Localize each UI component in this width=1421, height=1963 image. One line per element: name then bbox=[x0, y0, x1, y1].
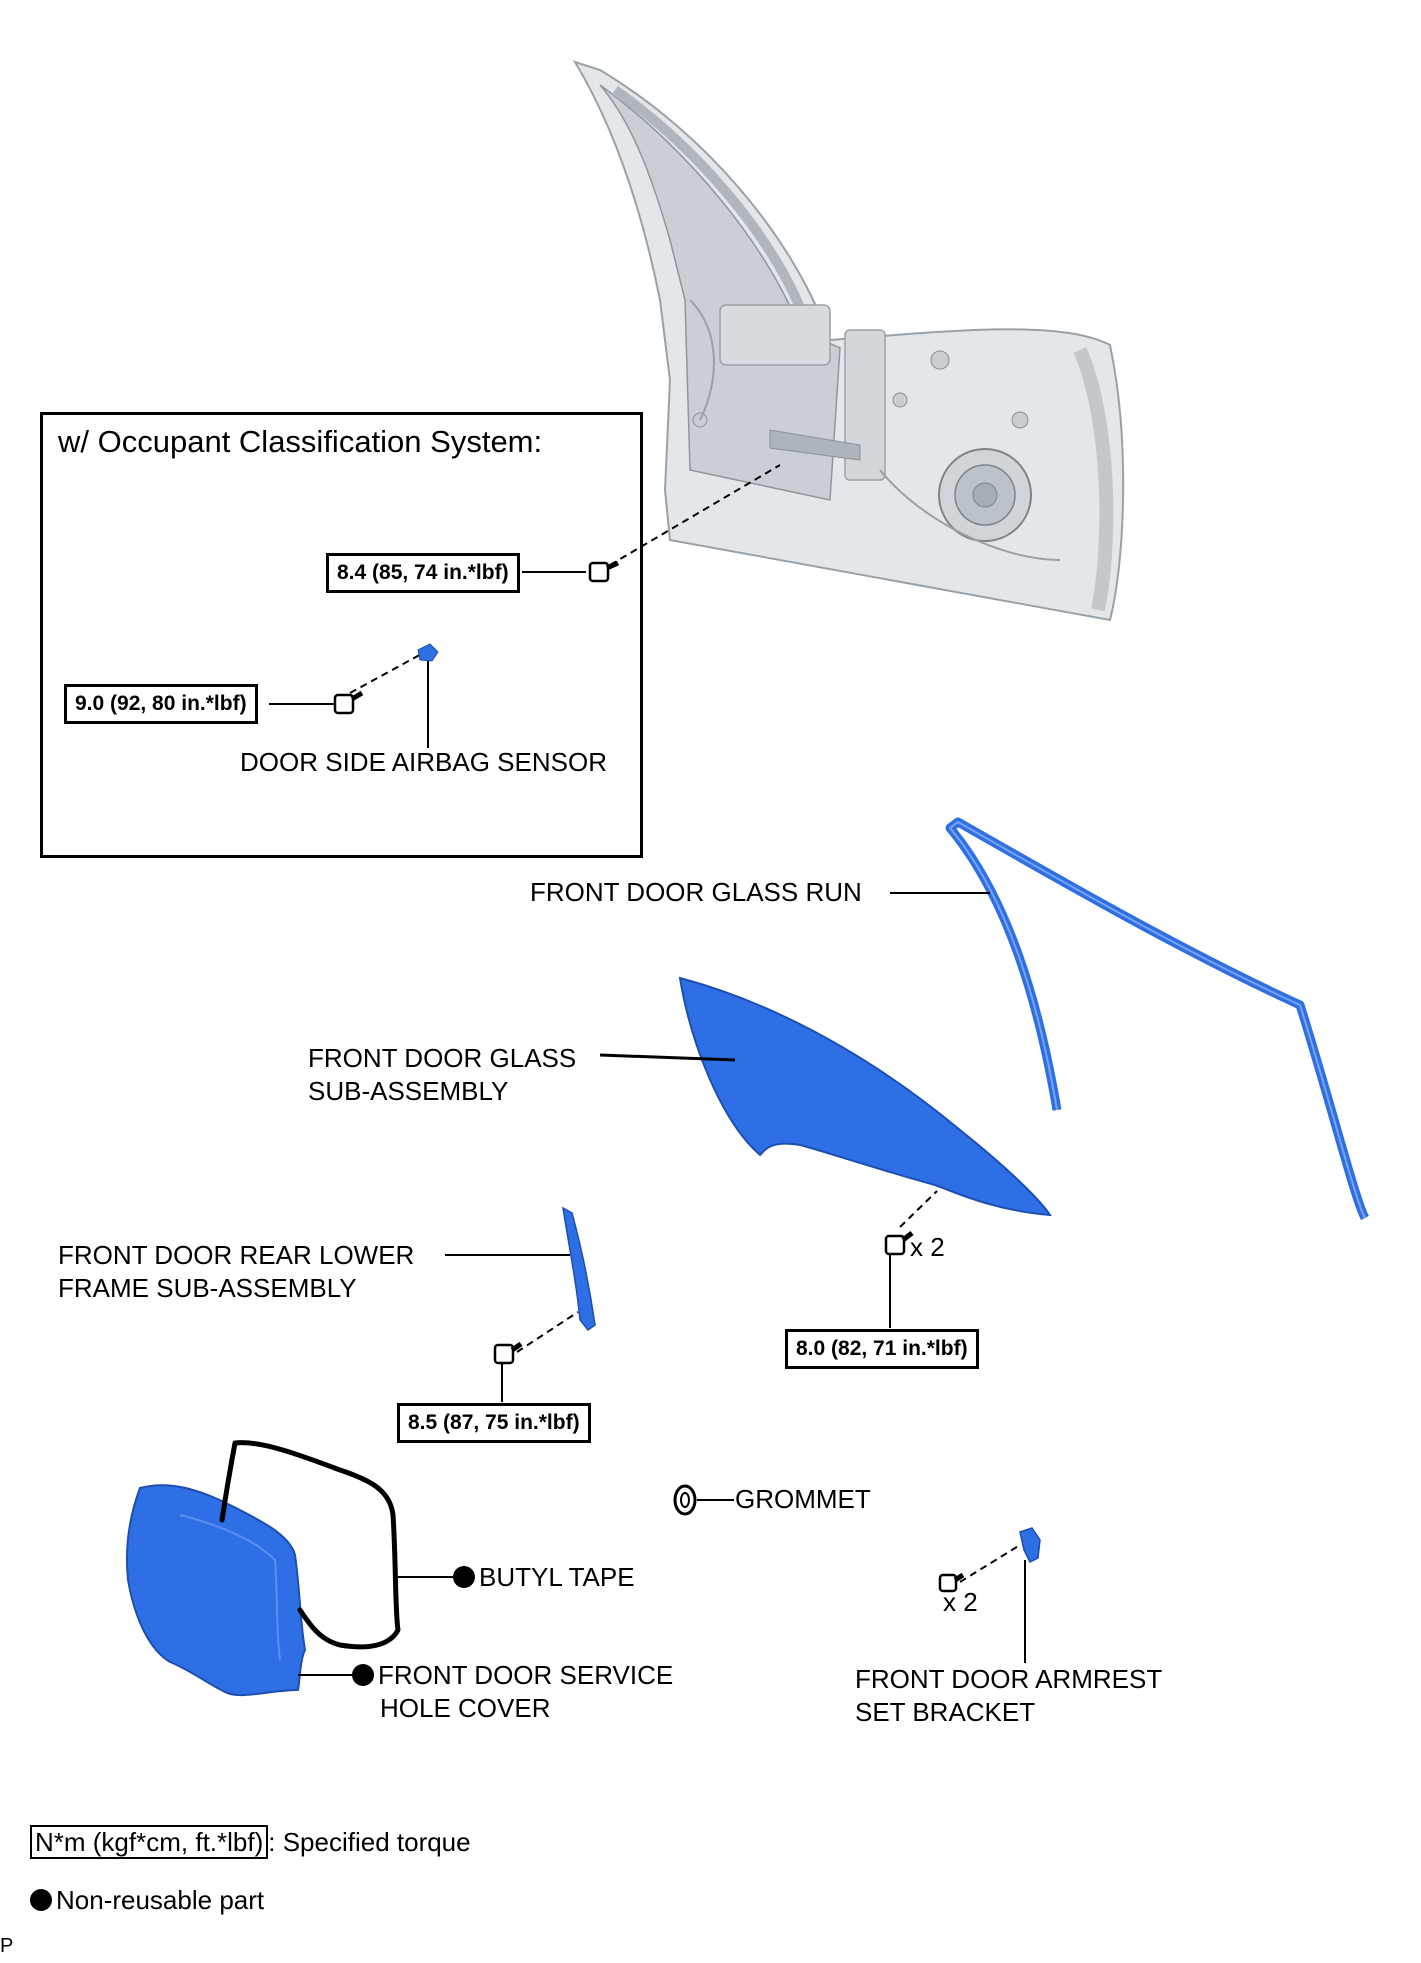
bolt-icon bbox=[588, 560, 620, 583]
non-reusable-dot-icon bbox=[453, 1566, 475, 1588]
butyl-tape-text: BUTYL TAPE bbox=[479, 1562, 635, 1592]
label-service-cover-line2: HOLE COVER bbox=[380, 1693, 551, 1723]
legend-nonreusable: Non-reusable part bbox=[30, 1884, 264, 1917]
armrest-bracket-part bbox=[1019, 1527, 1041, 1564]
corner-mark: P bbox=[0, 1935, 14, 1957]
bolt-icon bbox=[333, 690, 364, 715]
label-glass-run: FRONT DOOR GLASS RUN bbox=[530, 877, 862, 907]
non-reusable-dot-icon bbox=[352, 1664, 374, 1686]
label-rear-frame-line1: FRONT DOOR REAR LOWER bbox=[58, 1240, 415, 1270]
bolt-icon bbox=[493, 1341, 523, 1365]
front-door-glass-part bbox=[678, 976, 1052, 1217]
torque-upper: 8.4 (85, 74 in.*lbf) bbox=[326, 553, 520, 593]
legend-torque-unit: N*m (kgf*cm, ft.*lbf) bbox=[30, 1825, 269, 1859]
rear-lower-frame-part bbox=[562, 1206, 596, 1332]
inset-box bbox=[40, 412, 643, 858]
label-armrest-line2: SET BRACKET bbox=[855, 1697, 1036, 1727]
legend-nonreusable-text: Non-reusable part bbox=[56, 1885, 265, 1915]
grommet-icon bbox=[673, 1484, 697, 1516]
non-reusable-dot-icon bbox=[30, 1889, 52, 1911]
front-door-panel bbox=[572, 60, 1125, 622]
inset-leaders bbox=[269, 464, 781, 748]
front-door-glass-run bbox=[945, 817, 1370, 1221]
label-grommet: GROMMET bbox=[735, 1484, 871, 1514]
service-hole-cover-edge bbox=[179, 1514, 281, 1661]
label-butyl-tape: BUTYL TAPE bbox=[453, 1561, 635, 1594]
label-armrest-line1: FRONT DOOR ARMREST bbox=[855, 1664, 1163, 1694]
label-glass-line1: FRONT DOOR GLASS bbox=[308, 1043, 577, 1073]
bolt-icon bbox=[884, 1231, 914, 1256]
legend-torque-desc: : Specified torque bbox=[268, 1827, 471, 1857]
airbag-sensor-part bbox=[417, 643, 439, 662]
label-service-cover-line1: FRONT DOOR SERVICE bbox=[352, 1659, 673, 1692]
bolt-icon bbox=[938, 1572, 965, 1593]
label-glass-line2: SUB-ASSEMBLY bbox=[308, 1076, 509, 1106]
label-airbag-sensor: DOOR SIDE AIRBAG SENSOR bbox=[240, 747, 607, 777]
inset-title: w/ Occupant Classification System: bbox=[58, 424, 543, 459]
label-glass-bolt-qty: x 2 bbox=[910, 1232, 945, 1262]
torque-glass: 8.0 (82, 71 in.*lbf) bbox=[785, 1329, 979, 1369]
butyl-tape-part bbox=[219, 1440, 401, 1650]
service-cover-text: FRONT DOOR SERVICE bbox=[378, 1660, 674, 1690]
service-hole-cover-part bbox=[125, 1484, 307, 1697]
torque-lower: 9.0 (92, 80 in.*lbf) bbox=[64, 684, 258, 724]
label-rear-frame-line2: FRAME SUB-ASSEMBLY bbox=[58, 1273, 357, 1303]
legend-torque: N*m (kgf*cm, ft.*lbf): Specified torque bbox=[30, 1825, 471, 1859]
torque-rear-frame: 8.5 (87, 75 in.*lbf) bbox=[397, 1403, 591, 1443]
label-armrest-bolt-qty: x 2 bbox=[943, 1587, 978, 1617]
